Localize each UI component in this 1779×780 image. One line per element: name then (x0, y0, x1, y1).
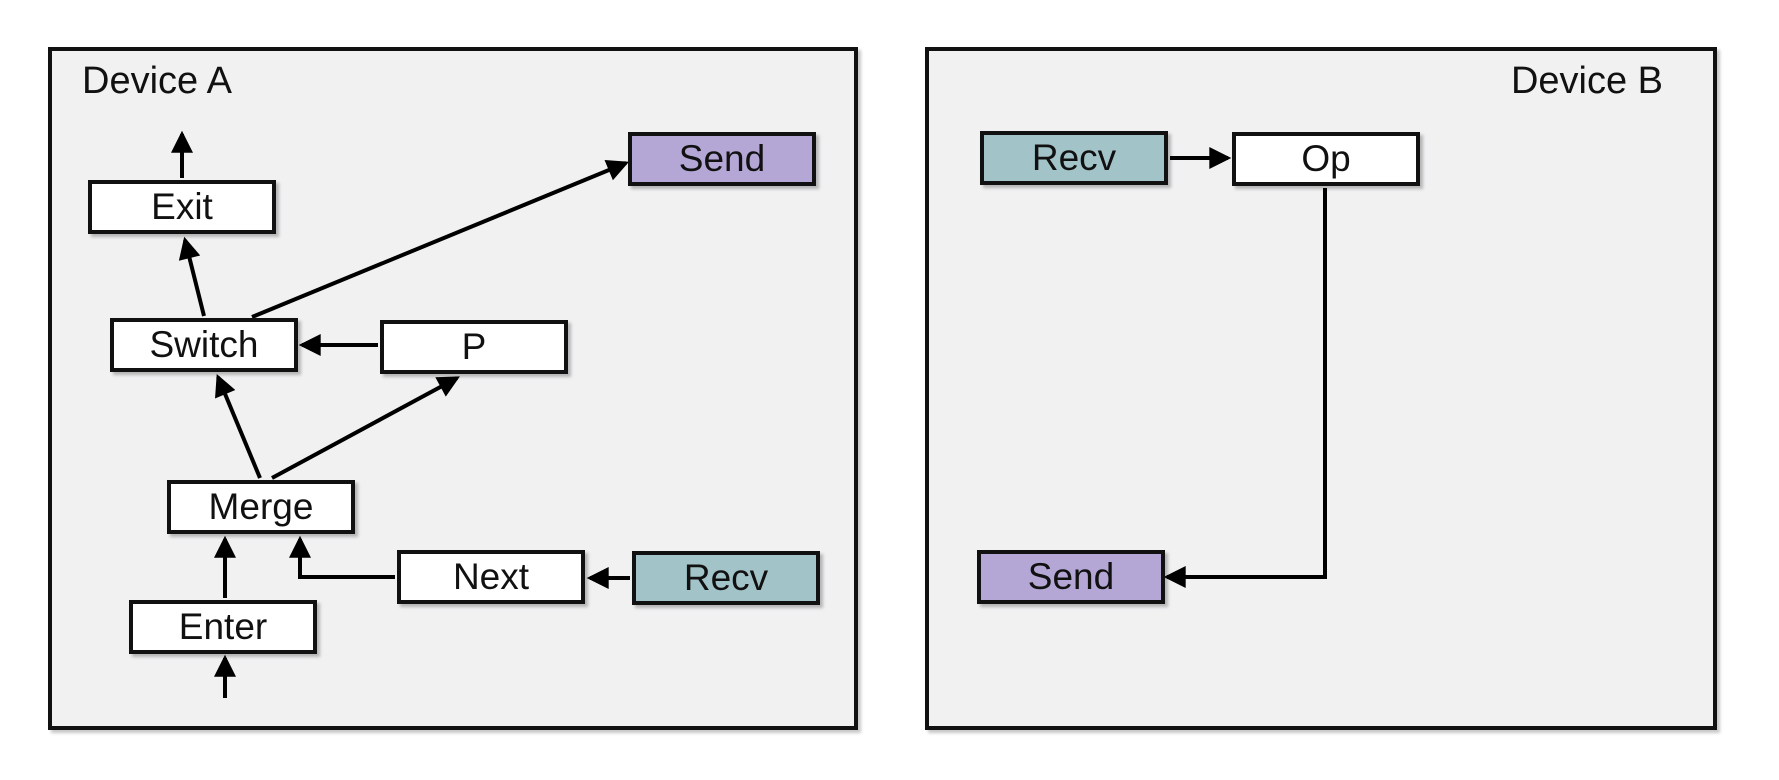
device-a-label: Device A (82, 60, 232, 102)
node-send-b: Send (977, 550, 1165, 604)
node-merge: Merge (167, 480, 355, 534)
edge-merge-switch (215, 373, 262, 479)
edge-switch-exit (178, 236, 206, 317)
node-send-a: Send (628, 132, 816, 186)
node-next: Next (397, 550, 585, 604)
node-recv-a: Recv (632, 551, 820, 605)
edge-switch-send (251, 159, 630, 319)
node-p: P (380, 320, 568, 374)
node-op: Op (1232, 132, 1420, 186)
node-enter: Enter (129, 600, 317, 654)
edge-merge-p (271, 376, 460, 480)
edge-opb-sendb (1163, 188, 1327, 588)
node-recv-b: Recv (980, 131, 1168, 185)
device-b-label: Device B (1510, 60, 1663, 102)
edge-next-merge (289, 535, 395, 579)
node-exit: Exit (88, 180, 276, 234)
node-switch: Switch (110, 318, 298, 372)
